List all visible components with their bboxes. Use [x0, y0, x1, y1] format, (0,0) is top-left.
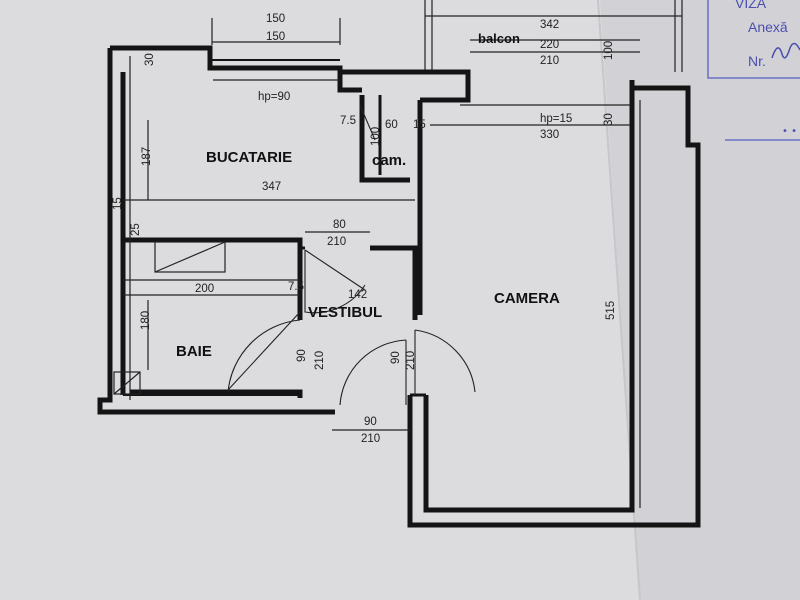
dim-210-balcony: 210 [540, 55, 559, 67]
stamp-line-2: Anexă [748, 19, 788, 35]
hall-label: VESTIBUL [308, 304, 382, 321]
stamp-line-3: Nr. [748, 53, 766, 69]
doors [227, 104, 476, 406]
dim-hp-15: hp=15 [540, 113, 572, 125]
dim-347: 347 [262, 181, 281, 193]
dim-515: 515 [605, 301, 617, 320]
dim-60: 60 [385, 119, 398, 131]
dim-hp-90: hp=90 [258, 91, 290, 103]
dim-30-top-left: 30 [144, 53, 156, 66]
dim-15-mid: 15 [413, 119, 426, 131]
dim-150-a: 150 [266, 13, 285, 25]
dim-150-b: 150 [266, 31, 285, 43]
dim-door-90-a: 90 [296, 349, 308, 362]
interior-lines [113, 18, 641, 508]
dim-220: 220 [540, 39, 559, 51]
dim-door-90-b: 90 [390, 351, 402, 364]
balcony-outline [424, 0, 683, 72]
dim-187: 187 [141, 147, 153, 166]
dim-25: 25 [130, 223, 142, 236]
dim-100-balcony: 100 [603, 41, 615, 60]
dim-door-90-c: 90 [364, 416, 377, 428]
dim-200: 200 [195, 283, 214, 295]
pantry-label: cam. [372, 152, 406, 169]
stamp-signature [771, 42, 800, 59]
balcony-label: balcon [478, 31, 520, 46]
dim-180: 180 [140, 311, 152, 330]
dim-342: 342 [540, 19, 559, 31]
dim-door-210-a: 210 [327, 236, 346, 248]
dim-142: 142 [348, 289, 367, 301]
dim-100: 100 [370, 127, 382, 146]
room-label: CAMERA [494, 290, 560, 307]
dim-door-210-d: 210 [361, 433, 380, 445]
stamp-line-1: VIZA [735, 0, 767, 11]
approval-stamp: VIZA Anexă Nr. • • • [707, 0, 800, 141]
dim-30-right: 30 [603, 113, 615, 126]
dim-7-5-b: 7.5 [288, 281, 304, 293]
dim-door-210-b: 210 [314, 351, 326, 370]
dimension-labels: 150 150 342 220 210 100 hp=90 hp=15 330 … [112, 13, 617, 445]
dim-330: 330 [540, 129, 559, 141]
bath-label: BAIE [176, 343, 212, 360]
svg-text:• • •: • • • [782, 126, 800, 137]
dim-door-210-c: 210 [405, 351, 417, 370]
dim-15-left: 15 [112, 197, 124, 210]
kitchen-label: BUCATARIE [206, 149, 292, 166]
dim-door-80: 80 [333, 219, 346, 231]
dim-7-5: 7.5 [340, 115, 356, 127]
walls [97, 45, 701, 528]
